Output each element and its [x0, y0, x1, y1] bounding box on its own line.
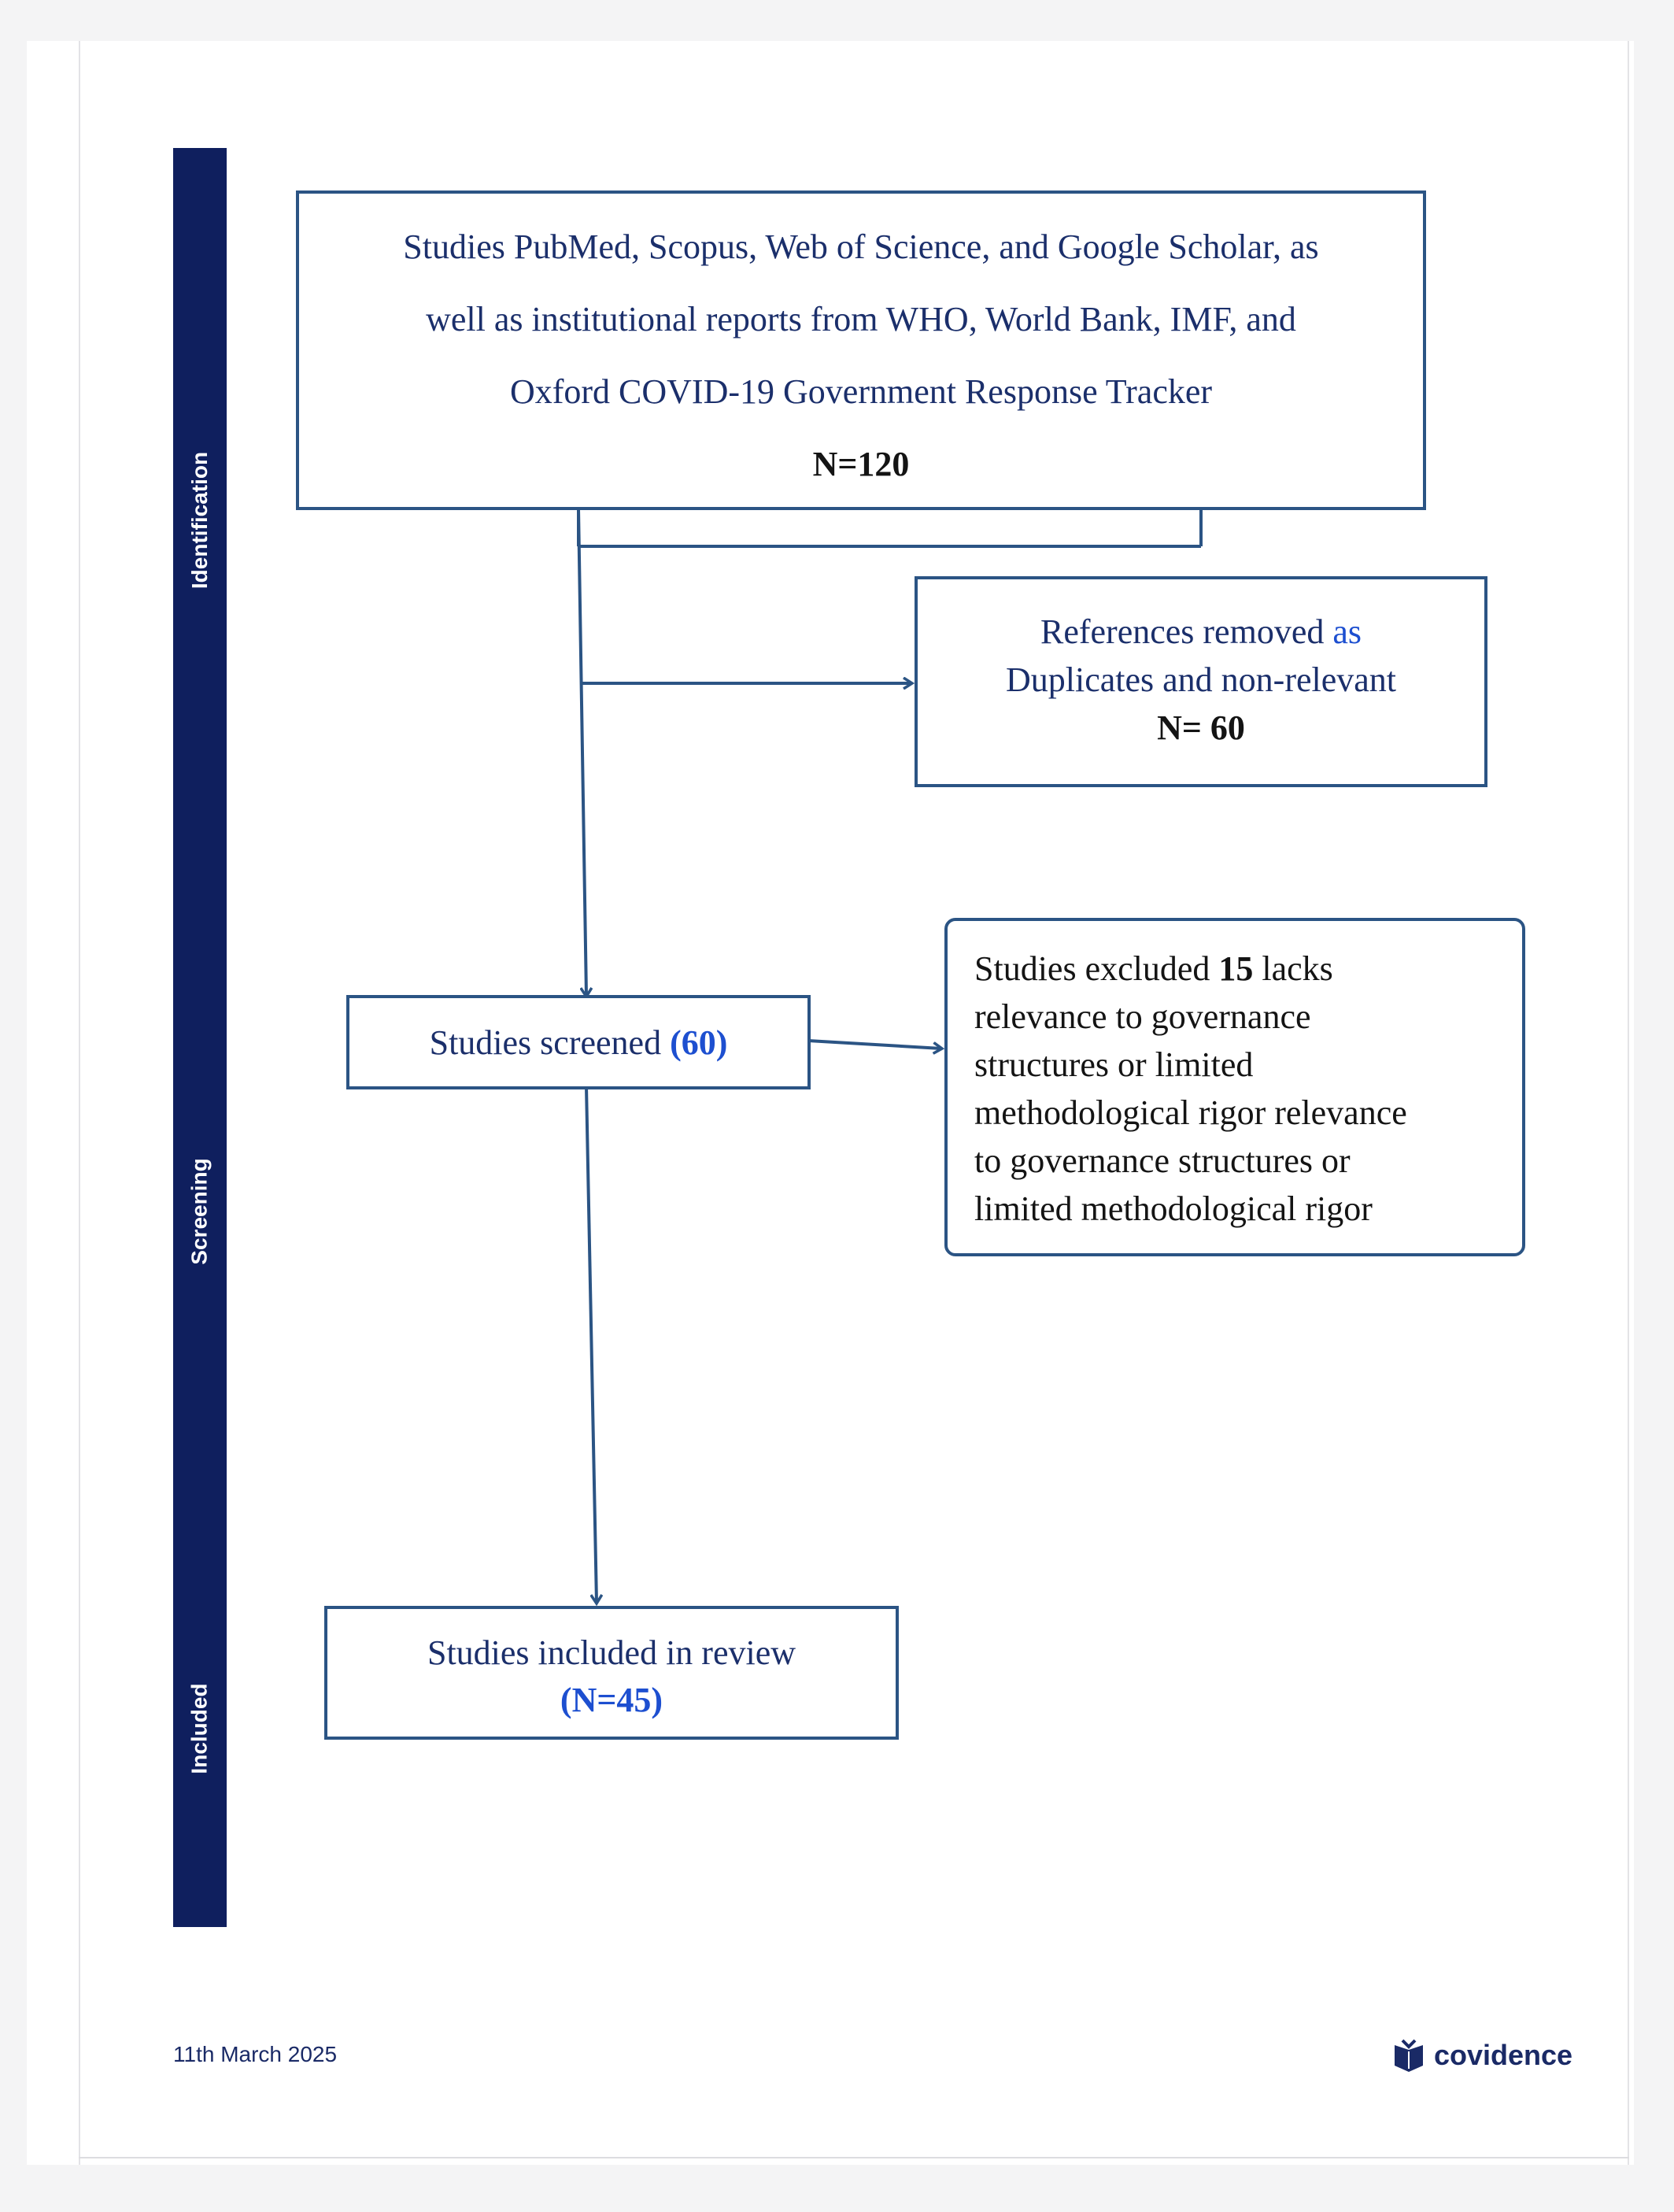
arrow-to-excluded — [807, 1039, 941, 1049]
screened-label: Studies screened — [429, 1023, 671, 1062]
removed-line-1: References removed as — [918, 608, 1484, 656]
removed-text-a: References removed — [1040, 612, 1333, 651]
screened-count: (60) — [670, 1023, 728, 1062]
removed-count: N= 60 — [1157, 708, 1245, 747]
footer-date: 11th March 2025 — [173, 2042, 338, 2066]
arrow-to-included — [585, 1086, 597, 1603]
removed-line-2: Duplicates and non-relevant — [1005, 660, 1397, 699]
covidence-logo: covidence — [1391, 2037, 1572, 2073]
page-edge-left — [79, 41, 80, 2165]
excluded-line-2: relevance to governance — [974, 997, 1311, 1036]
excluded-line-4: methodological rigor relevance — [974, 1093, 1407, 1132]
excluded-line-1: Studies excluded 15 lacks — [974, 945, 1522, 993]
stage-bar-included: Included — [173, 1530, 227, 1927]
sources-line-1: Studies PubMed, Scopus, Web of Science, … — [403, 227, 1319, 266]
excluded-count: 15 — [1218, 949, 1254, 988]
box-studies-included: Studies included in review (N=45) — [324, 1606, 899, 1740]
excluded-line-3: structures or limited — [974, 1045, 1254, 1084]
excluded-suffix: lacks — [1253, 949, 1333, 988]
covidence-book-icon — [1395, 2039, 1423, 2072]
page-edge-right — [1628, 41, 1629, 2165]
included-count: (N=45) — [560, 1681, 663, 1719]
box-studies-screened: Studies screened (60) — [346, 995, 811, 1089]
included-label: Studies included in review — [427, 1633, 796, 1672]
box-studies-excluded: Studies excluded 15 lacks relevance to g… — [944, 918, 1525, 1256]
stage-bar-identification: Identification — [173, 148, 227, 893]
brand-name: covidence — [1434, 2039, 1573, 2071]
box-sources: Studies PubMed, Scopus, Web of Science, … — [296, 190, 1426, 510]
excluded-line-6: limited methodological rigor — [974, 1189, 1373, 1228]
excluded-prefix: Studies excluded — [974, 949, 1219, 988]
sources-count: N=120 — [812, 445, 910, 483]
sources-line-2: well as institutional reports from WHO, … — [426, 300, 1296, 338]
stage-bar-screening: Screening — [173, 893, 227, 1530]
box-references-removed: References removed as Duplicates and non… — [915, 576, 1487, 787]
sources-line-3: Oxford COVID-19 Government Response Trac… — [509, 372, 1213, 411]
page-edge-bottom — [79, 2157, 1629, 2158]
excluded-line-5: to governance structures or — [974, 1141, 1351, 1180]
removed-text-b: as — [1332, 612, 1362, 651]
arrow-to-screened — [577, 508, 586, 996]
